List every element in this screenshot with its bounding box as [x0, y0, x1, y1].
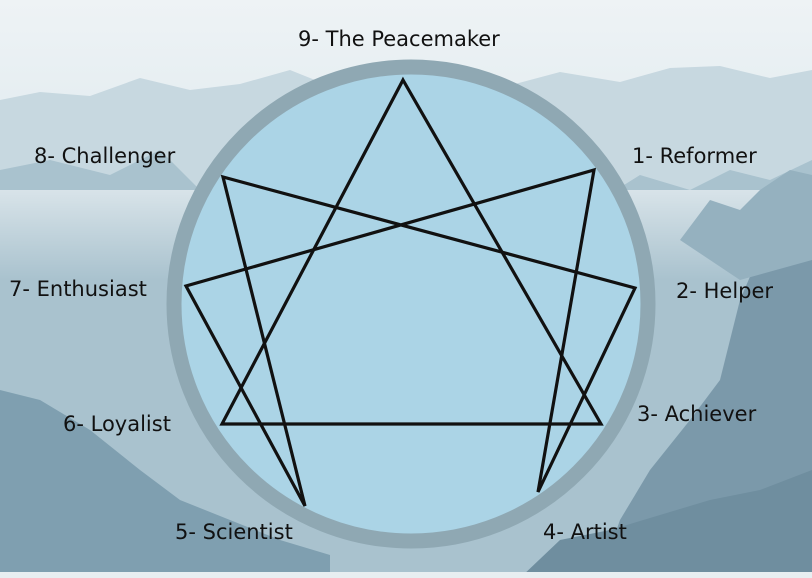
type-label-5: 5- Scientist [175, 520, 293, 544]
right-near-mountains [600, 180, 812, 578]
enneagram-circle [166, 59, 656, 549]
hexad-1-4-2-8-5-7 [183, 167, 638, 507]
type-label-6: 6- Loyalist [63, 412, 171, 436]
type-label-3: 3- Achiever [637, 402, 757, 426]
right-far-peak [680, 170, 812, 280]
bottom-strip [0, 572, 812, 578]
type-label-9: 9- The Peacemaker [298, 27, 500, 51]
type-label-2: 2- Helper [676, 279, 774, 303]
bottom-right-hills [520, 470, 812, 578]
type-label-8: 8- Challenger [34, 144, 176, 168]
type-label-1: 1- Reformer [632, 144, 757, 168]
type-label-7: 7- Enthusiast [9, 277, 147, 301]
type-label-4: 4- Artist [543, 520, 627, 544]
left-near-mountains [0, 390, 330, 578]
enneagram-lines [183, 76, 638, 507]
